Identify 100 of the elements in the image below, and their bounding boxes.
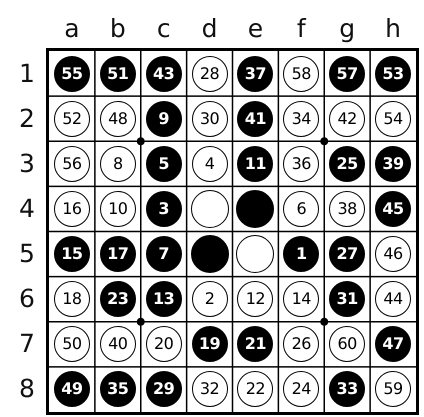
- game-piece: [329, 371, 366, 408]
- move-number: 3: [158, 200, 169, 218]
- game-piece: [375, 326, 412, 362]
- game-piece: [329, 236, 366, 272]
- move-number: 54: [383, 110, 403, 128]
- move-number: 21: [244, 335, 266, 354]
- game-piece: [192, 371, 228, 408]
- move-number: 50: [62, 335, 82, 354]
- game-piece: [375, 56, 412, 92]
- row-label: 5: [18, 240, 36, 268]
- move-number: 25: [336, 154, 358, 173]
- game-piece: [375, 190, 412, 227]
- move-number: 1: [296, 245, 307, 264]
- move-number: 24: [292, 380, 311, 398]
- game-piece: [100, 100, 136, 137]
- game-piece: [100, 326, 136, 362]
- move-number: 34: [292, 110, 311, 128]
- row-label: 8: [18, 375, 36, 404]
- move-number: 39: [382, 154, 404, 173]
- move-number: 59: [383, 380, 403, 398]
- move-number: 36: [292, 154, 311, 173]
- move-number: 48: [108, 110, 128, 128]
- game-piece: [190, 235, 229, 274]
- move-number: 9: [158, 110, 169, 128]
- move-number: 7: [158, 245, 169, 264]
- game-piece: [54, 190, 90, 227]
- game-piece: [190, 190, 229, 228]
- game-piece: [283, 146, 320, 182]
- column-label: d: [200, 15, 218, 43]
- game-piece: [54, 100, 90, 137]
- move-number: 2: [204, 290, 214, 308]
- game-piece: [329, 146, 366, 182]
- row-label: 3: [18, 150, 36, 178]
- game-piece: [146, 326, 182, 362]
- move-number: 19: [198, 335, 220, 354]
- column-label: e: [246, 15, 264, 43]
- game-piece: [283, 100, 320, 137]
- game-piece: [100, 146, 136, 182]
- move-number: 11: [244, 154, 266, 173]
- game-piece: [283, 56, 320, 92]
- column-label: h: [384, 15, 402, 43]
- game-piece: [146, 371, 182, 408]
- game-piece: [283, 371, 320, 408]
- move-number: 42: [338, 110, 357, 128]
- game-piece: [329, 326, 366, 362]
- game-piece: [192, 100, 228, 137]
- game-piece: [237, 146, 274, 182]
- game-piece: [237, 281, 274, 318]
- move-number: 4: [204, 154, 214, 173]
- game-piece: [192, 281, 228, 318]
- game-piece: [329, 56, 366, 92]
- row-label: 6: [18, 285, 36, 314]
- game-piece: [146, 56, 182, 92]
- game-piece: [146, 236, 182, 272]
- move-number: 29: [153, 380, 174, 398]
- game-piece: [329, 281, 366, 318]
- row-label: 1: [18, 60, 36, 88]
- move-number: 56: [62, 154, 82, 173]
- move-number: 30: [200, 110, 220, 128]
- row-label: 4: [18, 194, 36, 223]
- move-number: 26: [292, 335, 311, 354]
- move-number: 44: [383, 290, 403, 308]
- row-label: 7: [18, 330, 36, 358]
- game-piece: [146, 146, 182, 182]
- game-piece: [375, 100, 412, 137]
- move-number: 37: [244, 64, 266, 83]
- game-piece: [100, 236, 136, 272]
- move-number: 15: [61, 245, 83, 264]
- move-number: 55: [61, 64, 83, 83]
- column-label: f: [296, 15, 308, 43]
- game-piece: [100, 281, 136, 318]
- move-number: 28: [200, 64, 220, 83]
- move-number: 10: [108, 200, 128, 218]
- game-piece: [375, 371, 412, 408]
- game-piece: [100, 56, 136, 92]
- move-number: 32: [200, 380, 220, 398]
- move-number: 52: [62, 110, 82, 128]
- move-number: 6: [296, 200, 306, 218]
- move-number: 12: [246, 290, 266, 308]
- column-label: b: [108, 15, 127, 43]
- move-number: 45: [382, 200, 404, 218]
- move-number: 41: [244, 110, 266, 128]
- move-number: 43: [153, 64, 174, 83]
- move-number: 35: [107, 380, 128, 398]
- move-number: 31: [336, 290, 358, 308]
- game-piece: [283, 326, 320, 362]
- game-piece: [146, 281, 182, 318]
- game-piece: [54, 371, 90, 408]
- column-label: c: [156, 15, 172, 43]
- game-piece: [283, 190, 320, 227]
- game-piece: [100, 190, 136, 227]
- game-piece: [54, 236, 90, 272]
- move-number: 58: [292, 64, 311, 83]
- column-label: a: [63, 15, 81, 43]
- game-piece: [329, 190, 366, 227]
- game-piece: [54, 56, 90, 92]
- move-number: 23: [107, 290, 128, 308]
- game-piece: [237, 100, 274, 137]
- game-piece: [283, 281, 320, 318]
- game-piece: [54, 281, 90, 318]
